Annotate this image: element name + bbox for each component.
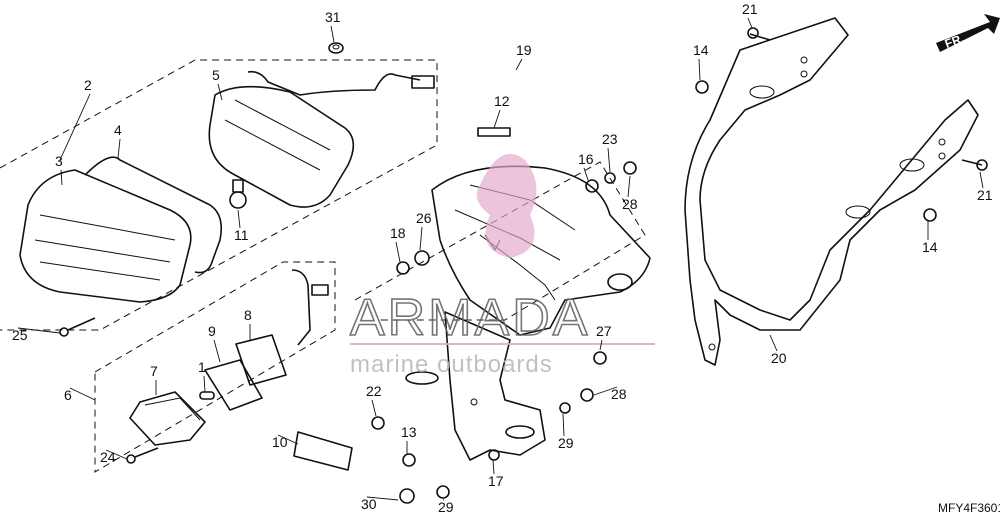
hardware-13-17-22-29-30 [371,416,500,504]
screw-25 [59,317,96,337]
taillight-housing [208,70,435,208]
leader-line [627,175,631,198]
leader-line [607,147,611,173]
leader-line [979,171,984,189]
license-light-base [204,269,329,411]
callout-label: 21 [977,187,993,203]
leader-line [583,167,589,181]
lens-gasket [84,156,223,274]
leader-line [493,109,501,129]
callout-label: 14 [693,42,709,58]
bulb-1 [199,391,215,400]
callout-label: 17 [488,473,504,489]
callout-label: 29 [438,499,454,515]
callout-label: 6 [64,387,72,403]
leader-line [237,209,241,229]
front-arrow-icon: FR. [936,14,1000,52]
callout-label: 9 [208,323,216,339]
callout-label: 21 [742,1,758,17]
bulb [229,179,247,209]
callout-label: 31 [325,9,341,25]
watermark-tagline: marine outboards [350,351,553,378]
reflector [293,431,353,471]
leader-line [105,449,128,460]
callouts: 1234567891011121314141617181920212122232… [12,1,993,515]
leader-line [599,339,603,351]
grab-rail [684,17,979,366]
callout-label: 18 [390,225,406,241]
callout-label: 28 [622,196,638,212]
screw-24 [126,447,159,464]
hardware-27-28-29 [559,351,607,414]
watermark-brand: ARMADA [350,289,590,347]
leader-line [366,496,399,501]
leader-line [277,434,299,445]
callout-label: 3 [55,153,63,169]
callout-label: 5 [212,67,220,83]
callout-label: 16 [578,151,594,167]
leader-line [371,399,377,417]
leader-line [213,339,221,363]
leader-line [395,241,401,263]
leader-line [419,226,423,251]
leader-line [69,387,96,401]
callout-label: 28 [611,386,627,402]
leader-line [203,375,206,393]
callout-label: 25 [12,327,28,343]
callout-label: 23 [602,131,618,147]
callout-label: 13 [401,424,417,440]
callout-label: 30 [361,496,377,512]
leader-line [217,83,223,101]
callout-label: 20 [771,350,787,366]
callout-label: 29 [558,435,574,451]
hardware-16-23-28 [585,161,637,193]
leader-line [59,93,91,161]
leader-lines [17,17,984,501]
front-marker: FR. [943,31,966,51]
group-box-license-light [94,261,336,473]
callout-label: 26 [416,210,432,226]
taillight-lens [19,169,192,303]
leader-line [492,459,495,475]
callout-label: 14 [922,239,938,255]
group-box-fender [354,161,646,321]
callout-label: 10 [272,434,288,450]
callout-label: 7 [150,363,158,379]
grommet-31 [328,42,344,54]
leader-line [330,25,335,43]
callout-label: 8 [244,307,252,323]
diagram-code: MFY4F3601 [938,501,1000,515]
leader-line [747,17,753,29]
callout-label: 12 [494,93,510,109]
leader-line [60,169,63,186]
callout-label: 4 [114,122,122,138]
hardware-18-26 [396,250,430,275]
leader-line [515,58,523,71]
leader-line [117,138,121,159]
callout-label: 11 [234,227,249,243]
leader-line [698,58,701,81]
callout-label: 27 [596,323,612,339]
callout-label: 22 [366,383,382,399]
license-light-cover [129,391,206,446]
bolts-21-14 [695,27,988,222]
license-bracket [405,311,546,461]
callout-label: 1 [198,359,206,375]
group-box-taillight [0,59,438,331]
leader-line [593,386,618,396]
callout-label: 24 [100,449,116,465]
watermark-logo [476,153,537,258]
leader-line [17,327,61,334]
leader-line [562,413,565,437]
watermark: ARMADA marine outboards [349,153,655,378]
callout-label: 2 [84,77,92,93]
callout-label: 19 [516,42,532,58]
leader-line [769,334,778,352]
